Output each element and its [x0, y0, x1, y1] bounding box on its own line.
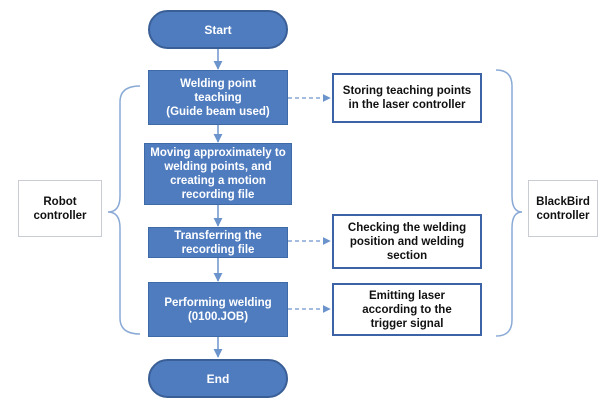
end-terminal: End	[148, 359, 288, 398]
blackbird-controller-label: BlackBird controller	[528, 180, 598, 237]
step-welding-point-teaching: Welding point teaching (Guide beam used)	[148, 70, 288, 125]
step-moving-and-recording: Moving approximately to welding points, …	[144, 143, 292, 205]
left-bracket	[107, 85, 141, 335]
robot-controller-label: Robot controller	[18, 180, 102, 237]
note-storing-teaching-points: Storing teaching points in the laser con…	[332, 73, 482, 123]
note-checking-welding-position: Checking the welding position and weldin…	[332, 214, 482, 269]
start-terminal: Start	[148, 10, 288, 49]
note-emitting-laser: Emitting laser according to the trigger …	[332, 283, 482, 336]
step-transferring-file: Transferring the recording file	[148, 227, 288, 258]
step-performing-welding: Performing welding (0100.JOB)	[148, 282, 288, 337]
right-bracket	[495, 69, 523, 337]
